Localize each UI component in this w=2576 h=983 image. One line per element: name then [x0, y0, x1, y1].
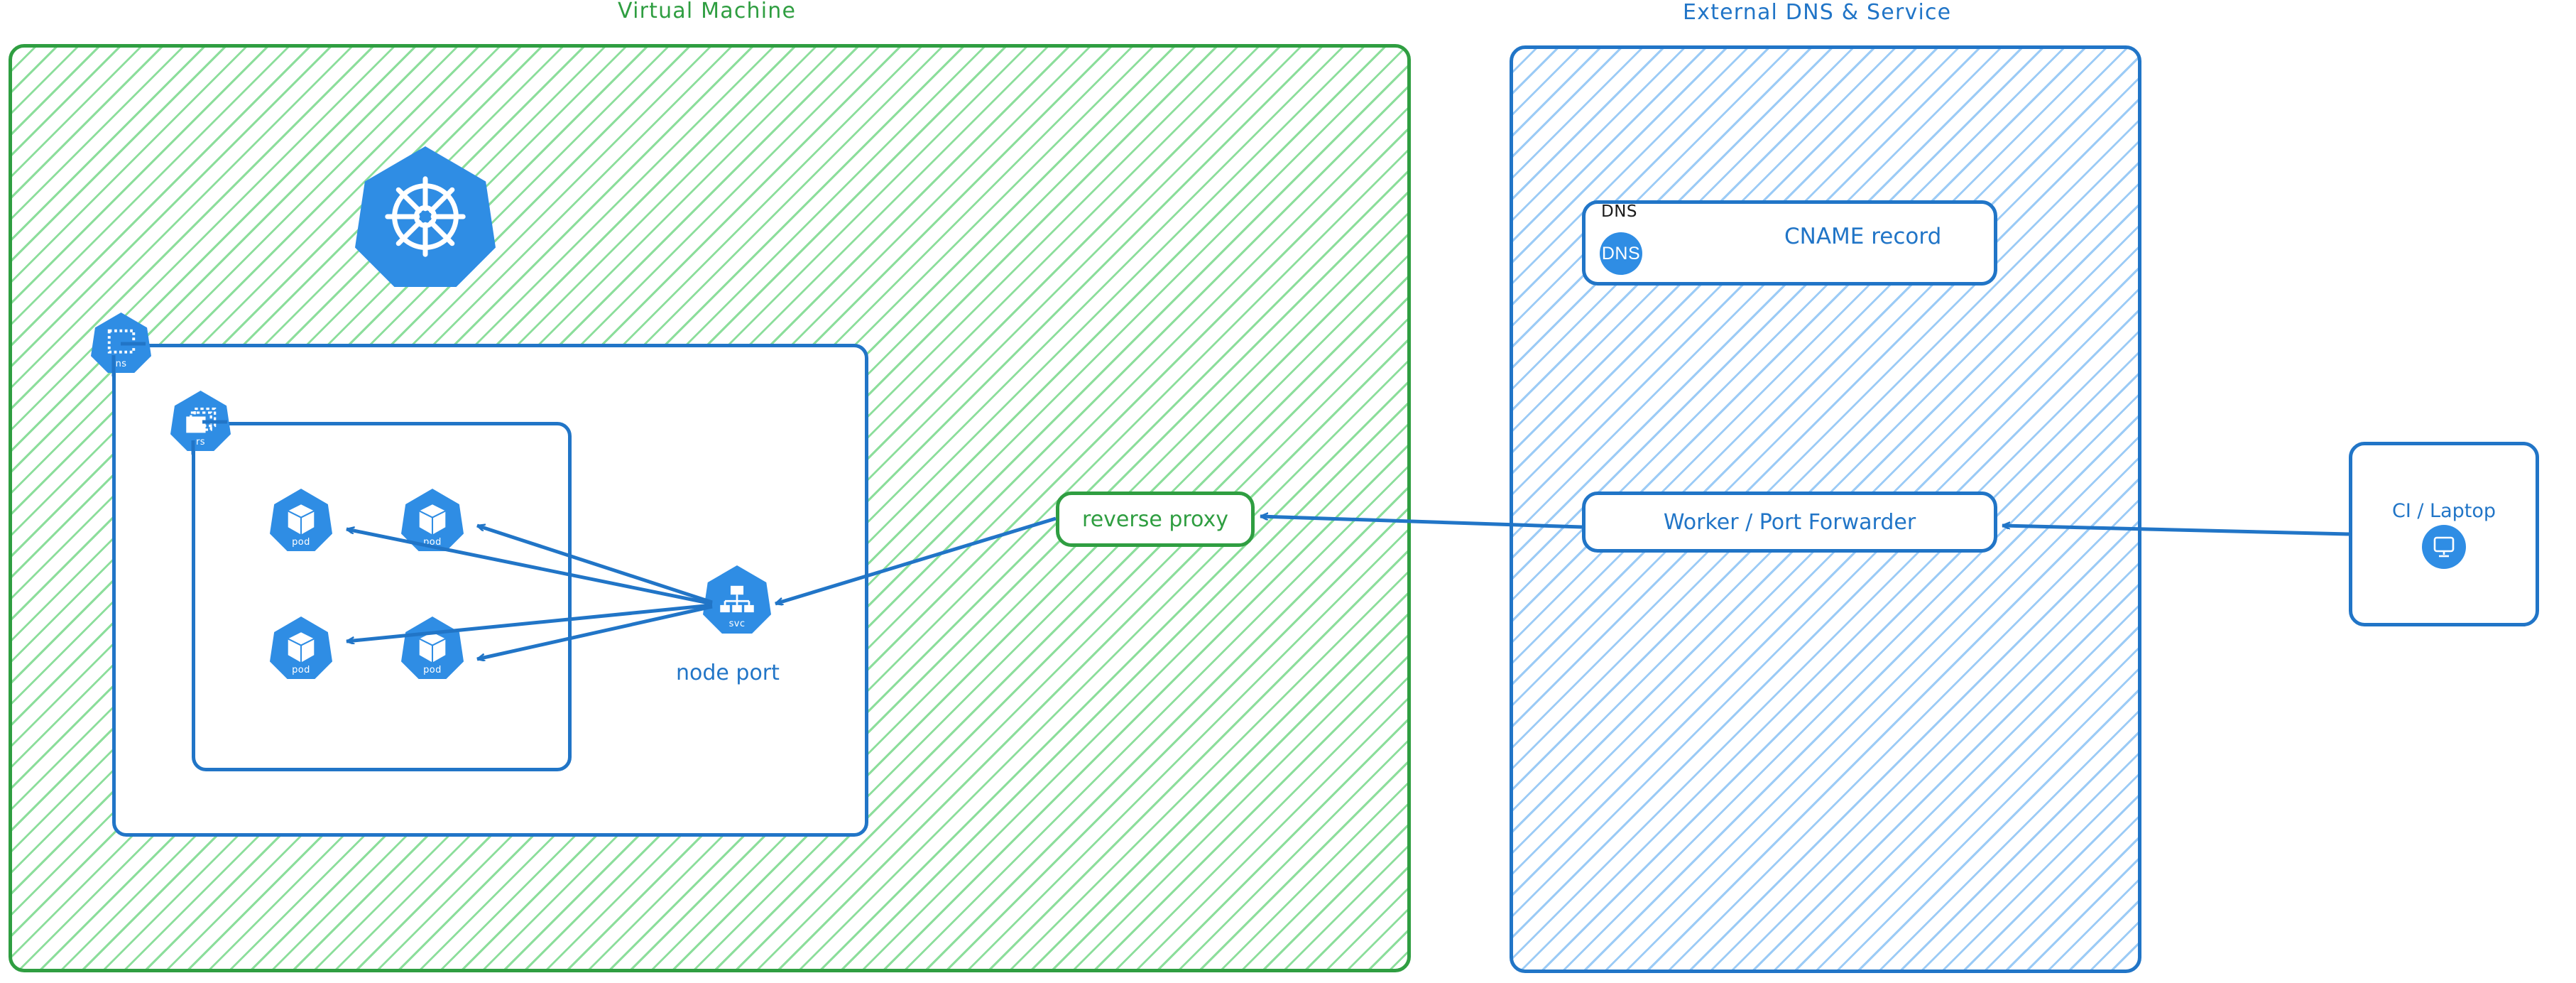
- kubernetes-helm-icon: [385, 176, 466, 257]
- external-dns-service-title: External DNS & Service: [1683, 0, 1952, 25]
- dns-badge-icon: DNS: [1600, 232, 1642, 275]
- pod-node-2: pod: [401, 489, 464, 551]
- desktop-monitor-icon: [2422, 524, 2466, 569]
- pod-node-1: pod: [270, 489, 332, 551]
- kubernetes-logo: [355, 146, 496, 287]
- pod-icon: [419, 632, 446, 663]
- namespace-node-label: ns: [115, 358, 127, 369]
- reverse-proxy-box[interactable]: reverse proxy: [1056, 492, 1255, 547]
- namespace-icon: [107, 329, 135, 354]
- replicaset-container: [192, 422, 572, 771]
- pod-icon: [288, 632, 315, 663]
- pod-node-label: pod: [423, 664, 442, 675]
- service-node: svc: [703, 565, 771, 634]
- pod-node-4: pod: [401, 617, 464, 679]
- replicaset-node-label: rs: [196, 436, 205, 447]
- pod-icon: [288, 504, 315, 535]
- cname-record-label: CNAME record: [1784, 224, 1942, 249]
- dns-card-tag: DNS: [1601, 202, 1638, 221]
- pod-node-label: pod: [292, 664, 310, 675]
- pod-node-label: pod: [423, 536, 442, 548]
- service-node-label: svc: [728, 619, 746, 630]
- node-port-caption: node port: [676, 661, 780, 685]
- worker-port-forwarder-label: Worker / Port Forwarder: [1663, 509, 1916, 535]
- replicaset-icon: [185, 407, 216, 433]
- pod-icon: [419, 504, 446, 535]
- worker-port-forwarder-box[interactable]: Worker / Port Forwarder: [1582, 492, 1997, 553]
- ci-laptop-label: CI / Laptop: [2391, 499, 2496, 522]
- dns-card[interactable]: DNS DNS CNAME record: [1582, 200, 1997, 286]
- namespace-node: ns: [91, 313, 151, 373]
- ci-laptop-box[interactable]: CI / Laptop: [2349, 442, 2539, 626]
- pod-node-label: pod: [292, 536, 310, 548]
- reverse-proxy-label: reverse proxy: [1082, 506, 1228, 532]
- replicaset-node: rs: [170, 391, 231, 451]
- pod-node-3: pod: [270, 617, 332, 679]
- service-icon: [720, 585, 754, 613]
- virtual-machine-title: Virtual Machine: [618, 0, 797, 23]
